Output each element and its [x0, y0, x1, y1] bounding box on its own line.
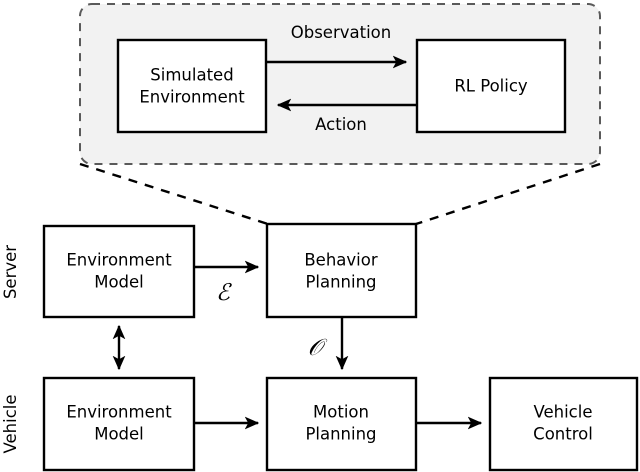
- server-environment-model-label-line2: Model: [94, 273, 144, 292]
- motion-planning-label-line1: Motion: [313, 403, 369, 422]
- vehicle-control-node[interactable]: Vehicle Control: [488, 376, 639, 472]
- observation-edge-label: Observation: [291, 23, 391, 42]
- vehicle-control-label-line1: Vehicle: [533, 403, 592, 422]
- observation-edge: Observation: [266, 23, 408, 69]
- lane-label-server: Server: [1, 245, 20, 299]
- server-environment-model-node[interactable]: Environment Model: [42, 224, 196, 319]
- vehicle-environment-model-label-line2: Model: [94, 425, 144, 444]
- motion-planning-node[interactable]: Motion Planning: [265, 376, 418, 472]
- behavior-planning-callout: [79, 162, 601, 226]
- behavior-planning-node[interactable]: Behavior Planning: [265, 222, 418, 319]
- simulated-environment-label-line1: Simulated: [150, 66, 233, 85]
- behavior-to-motion-edge: 𝒪: [308, 317, 349, 371]
- simulated-environment-label-line2: Environment: [139, 88, 245, 107]
- behavior-planning-label-line1: Behavior: [304, 251, 377, 270]
- lane-label-server-text: Server: [1, 245, 20, 299]
- rl-policy-node[interactable]: RL Policy: [415, 38, 567, 134]
- lane-label-vehicle: Vehicle: [1, 394, 20, 453]
- vehicle-environment-model-node[interactable]: Environment Model: [42, 376, 196, 472]
- behavior-planning-label-line2: Planning: [305, 273, 376, 292]
- behavior-to-motion-edge-label: 𝒪: [308, 335, 328, 361]
- server-environment-model-label-line1: Environment: [66, 251, 172, 270]
- action-edge-label: Action: [315, 115, 367, 134]
- env-to-behavior-edge: ℰ: [194, 260, 260, 306]
- motion-planning-label-line2: Planning: [305, 425, 376, 444]
- rl-policy-label-line1: RL Policy: [454, 77, 528, 96]
- lane-label-vehicle-text: Vehicle: [1, 394, 20, 453]
- action-edge: Action: [276, 98, 417, 134]
- simulated-environment-node[interactable]: Simulated Environment: [116, 38, 268, 134]
- vehicle-environment-model-label-line1: Environment: [66, 403, 172, 422]
- env-to-behavior-edge-label: ℰ: [216, 280, 232, 306]
- vehicle-control-label-line2: Control: [533, 425, 593, 444]
